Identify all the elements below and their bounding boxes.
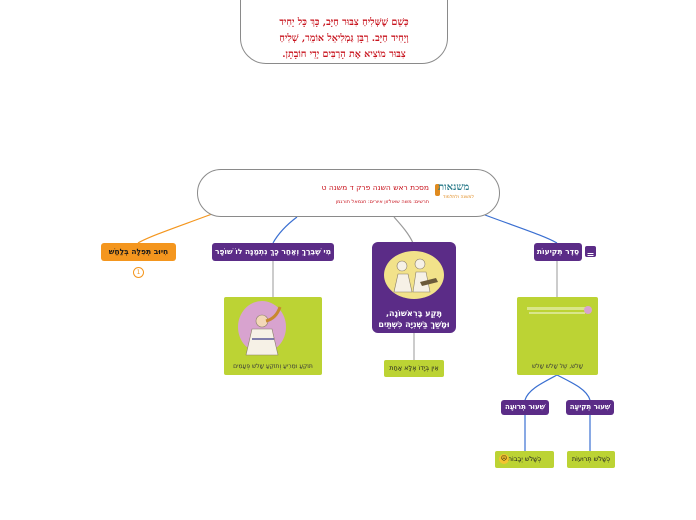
connector-root-mi-sheberach xyxy=(272,216,298,244)
node-seder-tekiot[interactable]: סֵדֶר תְּקִיעוֹת xyxy=(534,243,582,261)
node-shalosh-yevavot[interactable]: כְּשָׁלֹשׁ יְבָבוֹת xyxy=(495,451,554,468)
node-shalosh-truot[interactable]: כְּשָׁלֹשׁ תְּרוּעוֹת xyxy=(567,451,615,468)
badge-count: 1 xyxy=(136,269,141,276)
top-note-mishnah-text: כְּשֵׁם שֶׁשְּׁלִיחַ צִבּוּר חַיָּב, כָּ… xyxy=(240,0,448,64)
node-toke-umeria[interactable]: תּוֹקֵעַ וּמֵרִיעַ וְתוֹקֵעַ שָׁלֹשׁ פְּ… xyxy=(224,297,322,375)
root-node[interactable]: משנאות למשנה ולתלמוד מסכת ראש השנה פרק ד… xyxy=(197,169,500,217)
node-ein-beyado[interactable]: אֵין בְּיָדוֹ אֶלָּא אַחַת xyxy=(384,360,444,377)
node-shiur-tekiah[interactable]: שִׁעוּר תְּקִיעָה xyxy=(566,400,614,415)
node-label: חִיוּב תְּפִלָּה בְּלַחַשׁ xyxy=(108,247,169,256)
node-label: אֵין בְּיָדוֹ אֶלָּא אַחַת xyxy=(389,364,439,372)
notes-icon[interactable] xyxy=(585,246,596,258)
node-center-panel[interactable]: תָּקַע בָּרִאשׁוֹנָה, וּמָשַׁךְ בַּשְּׁנ… xyxy=(372,242,456,333)
shofar-icon xyxy=(584,306,592,314)
node-label: סֵדֶר תְּקִיעוֹת xyxy=(536,247,580,256)
node-label: תּוֹקֵעַ וּמֵרִיעַ וְתוֹקֵעַ שָׁלֹשׁ פְּ… xyxy=(233,363,313,370)
node-shalosh[interactable]: שָׁלֹשׁ, שֶׁל שָׁלֹשׁ שָׁלֹשׁ xyxy=(517,297,598,375)
node-hiyuv-tefila[interactable]: חִיוּב תְּפִלָּה בְּלַחַשׁ xyxy=(101,243,176,261)
decorative-bar xyxy=(527,307,587,310)
top-note-line: כְּשֵׁם שֶׁשְּׁלִיחַ צִבּוּר חַיָּב, כָּ… xyxy=(279,17,409,28)
logo: משנאות xyxy=(438,182,470,193)
panel-line: וּמָשַׁךְ בַּשְּׁנִיָּה כִּשְׁתַּיִם xyxy=(378,320,450,329)
illustration-image xyxy=(238,301,286,356)
node-label: שִׁעוּר תְּקִיעָה xyxy=(569,403,611,411)
illustration-image xyxy=(384,251,444,299)
logo-subtitle: למשנה ולתלמוד xyxy=(443,195,475,200)
top-note-line: וְיָחִיד חַיָּב. רַבָּן גַּמְלִיאֵל אוֹמ… xyxy=(279,33,409,44)
node-label: כְּשָׁלֹשׁ תְּרוּעוֹת xyxy=(571,455,611,463)
root-subtitle: תרשים: משה שאולזון איורים: חנמאל תורגמן xyxy=(335,199,429,205)
root-title: מסכת ראש השנה פרק ד משנה ט xyxy=(321,183,429,192)
node-mi-sheberach[interactable]: מִי שֶׁבֵּרַךְ וְאַחַר כָּךְ נִתְמַנָּה … xyxy=(212,243,334,261)
node-shiur-truah[interactable]: שִׁעוּר תְּרוּעָה xyxy=(501,400,549,415)
node-label: שִׁעוּר תְּרוּעָה xyxy=(505,403,545,411)
decorative-bar xyxy=(529,312,585,314)
connector-right-tekiah xyxy=(556,374,591,401)
connector-root-seder xyxy=(484,214,558,244)
sad-face-icon: ☹ xyxy=(499,454,509,464)
connector-root-center xyxy=(393,216,414,244)
collapsed-children-badge[interactable]: 1 xyxy=(133,267,144,278)
node-label: שָׁלֹשׁ, שֶׁל שָׁלֹשׁ שָׁלֹשׁ xyxy=(531,363,584,370)
top-note-line: צִבּוּר מוֹצִיא אֶת הָרַבִּים יְדֵי חוֹב… xyxy=(282,49,406,60)
logo-mark-icon xyxy=(435,184,440,196)
node-label: מִי שֶׁבֵּרַךְ וְאַחַר כָּךְ נִתְמַנָּה … xyxy=(214,247,331,256)
connector-root-hiyuv xyxy=(137,213,213,244)
panel-line: תָּקַע בָּרִאשׁוֹנָה, xyxy=(386,309,442,318)
connector-right-truah xyxy=(524,374,558,401)
node-label: כְּשָׁלֹשׁ יְבָבוֹת xyxy=(507,455,542,463)
